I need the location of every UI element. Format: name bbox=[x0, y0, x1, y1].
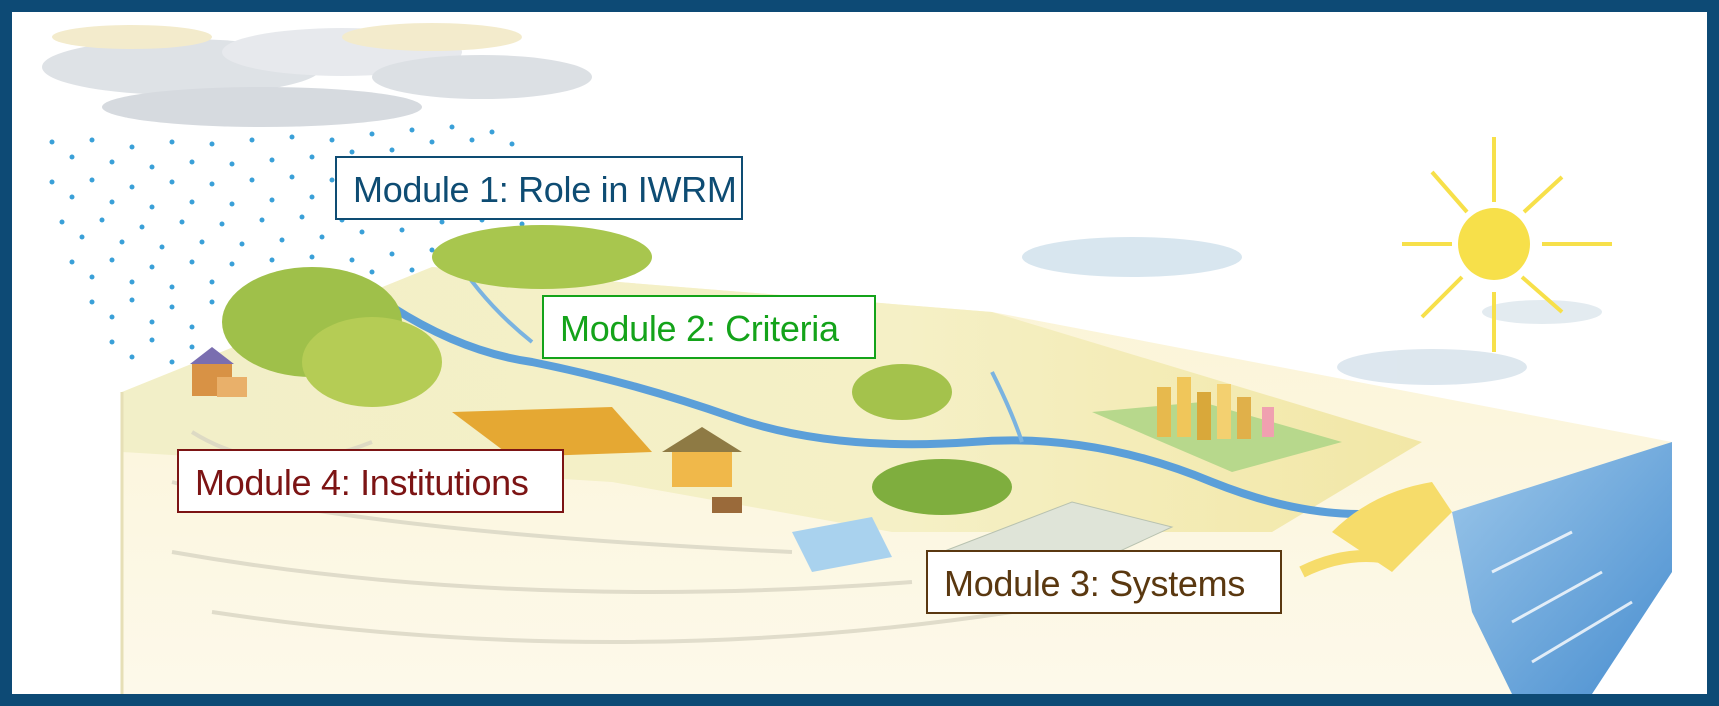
cloud-icon bbox=[1022, 237, 1602, 385]
rain-drops bbox=[49, 124, 575, 370]
module-4-label[interactable]: Module 4: Institutions bbox=[177, 449, 564, 513]
river-icon bbox=[389, 303, 1393, 518]
forest-icon bbox=[222, 225, 1012, 515]
module-3-label[interactable]: Module 3: Systems bbox=[926, 550, 1282, 614]
water-cycle-illustration bbox=[42, 23, 1672, 694]
house-icon bbox=[190, 347, 247, 397]
farm-icon bbox=[452, 407, 742, 513]
sun-icon bbox=[1402, 137, 1612, 352]
module-1-label[interactable]: Module 1: Role in IWRM bbox=[335, 156, 743, 220]
sea-icon bbox=[1299, 442, 1672, 694]
rain-cloud-icon bbox=[42, 23, 592, 127]
city-icon bbox=[1092, 377, 1342, 472]
module-2-label[interactable]: Module 2: Criteria bbox=[542, 295, 876, 359]
